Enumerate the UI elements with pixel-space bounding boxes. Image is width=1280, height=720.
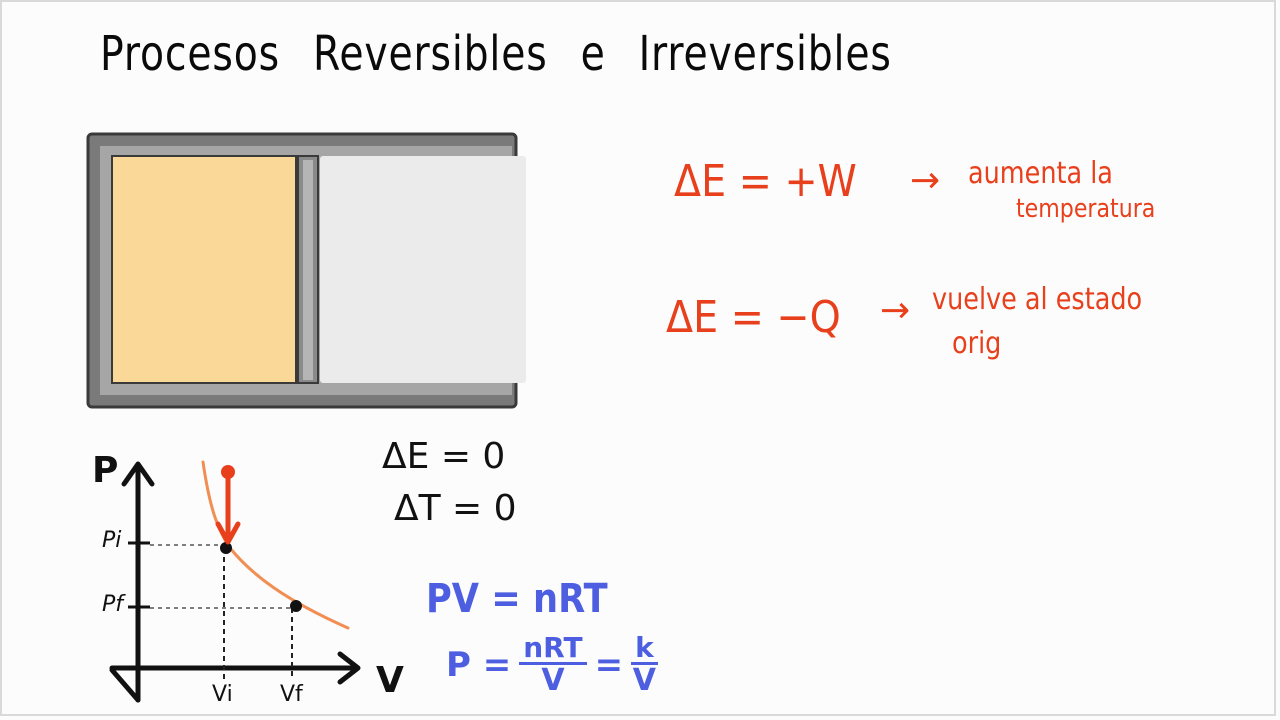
heat-note-line1: vuelve al estado [932, 282, 1143, 317]
empty-region [320, 156, 526, 383]
delta-t-zero: ΔT = 0 [394, 488, 517, 529]
initial-state-point [220, 542, 232, 554]
pressure-axis-label: P [92, 450, 119, 491]
work-equation: ΔE = +W [674, 156, 857, 207]
isotherm-curve [201, 460, 350, 630]
vf-label: Vf [280, 682, 303, 707]
ideal-gas-law: PV = nRT [426, 576, 608, 622]
compression-arrowhead [215, 521, 241, 545]
pv-graph [109, 460, 361, 703]
pressure-formula: P = nRT V = k V [446, 634, 658, 697]
heat-note-line2: orig [952, 326, 1002, 361]
volume-axis-label: V [376, 660, 404, 701]
gas-region [111, 155, 297, 384]
pressure-axis-arrowhead [121, 461, 155, 487]
pi-label: Pi [102, 528, 122, 553]
k-over-v: k V [631, 631, 658, 698]
axis-tail [109, 667, 141, 703]
heat-equation: ΔE = −Q [666, 292, 841, 343]
work-arrow: → [910, 160, 941, 201]
final-state-point [290, 600, 302, 612]
equals-sign: = [594, 645, 624, 686]
p-equals-label: P = [446, 645, 512, 686]
delta-e-zero: ΔE = 0 [382, 436, 506, 477]
volume-axis-arrowhead [337, 651, 361, 685]
work-note-line1: aumenta la [968, 156, 1113, 191]
heat-arrow: → [880, 290, 911, 331]
vi-label: Vi [212, 682, 233, 707]
page-title: Procesos Reversibles e Irreversibles [100, 26, 892, 82]
work-note-line2: temperatura [1016, 194, 1156, 224]
pf-label: Pf [102, 592, 124, 617]
nrt-over-v: nRT V [519, 634, 587, 697]
